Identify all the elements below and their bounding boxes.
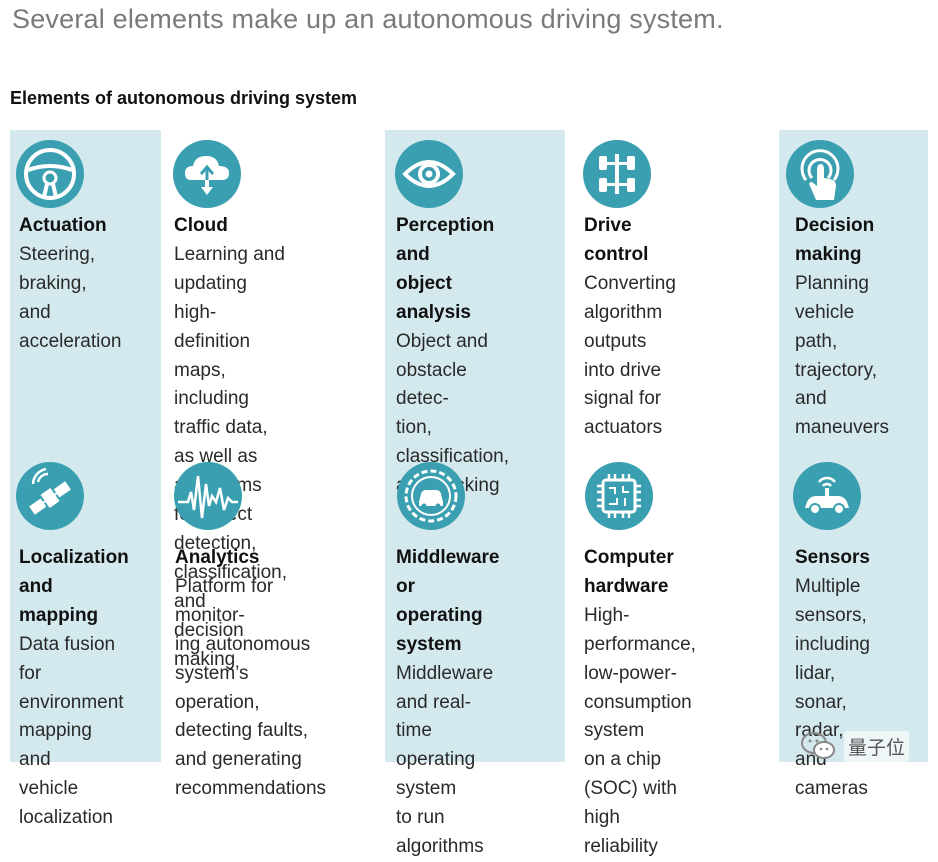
cloud-icon xyxy=(173,140,241,208)
chip-icon xyxy=(585,462,653,530)
element-description: Middleware and real-time operating syste… xyxy=(396,662,494,858)
element-title: Localization and mapping xyxy=(19,547,129,626)
element-title: Analytics xyxy=(175,547,260,568)
page-title: Several elements make up an autonomous d… xyxy=(12,4,724,34)
element-title: Middleware or operating system xyxy=(396,547,500,655)
eye-icon xyxy=(395,140,463,208)
wechat-icon xyxy=(801,732,835,759)
band-column-5 xyxy=(779,130,928,762)
band-column-3 xyxy=(385,130,565,762)
element-title: Cloud xyxy=(174,215,228,236)
steering-wheel-icon xyxy=(16,140,84,208)
element-description: Platform for monitor- ing autonomous sys… xyxy=(175,575,327,800)
watermark: 量子位 xyxy=(800,721,932,771)
element-title: Drive control xyxy=(584,215,649,265)
element-description: Data fusion for environment mapping and … xyxy=(19,633,124,829)
element-title: Computer hardware xyxy=(584,547,674,597)
element-description: Converting algorithm outputs into drive … xyxy=(584,272,676,439)
element-title: Decision making xyxy=(795,215,875,265)
element-description: Planning vehicle path, trajectory, and m… xyxy=(795,272,889,439)
waveform-icon xyxy=(174,462,242,530)
drivetrain-icon xyxy=(583,140,651,208)
satellite-icon xyxy=(16,462,84,530)
element-description: Learning and updating high-definition ma… xyxy=(174,243,287,670)
element-description: Steering, braking, and acceleration xyxy=(19,243,122,352)
element-title: Perception and object analysis xyxy=(396,215,495,323)
band-column-1 xyxy=(10,130,161,762)
car-sensor-icon xyxy=(793,462,861,530)
watermark-text: 量子位 xyxy=(844,730,910,762)
car-in-gear-icon xyxy=(397,462,465,530)
element-title: Sensors xyxy=(795,547,870,568)
element-title: Actuation xyxy=(19,215,107,236)
touch-icon xyxy=(786,140,854,208)
section-title: Elements of autonomous driving system xyxy=(10,88,358,108)
element-description: High-performance, low-power- consumption… xyxy=(584,604,696,858)
